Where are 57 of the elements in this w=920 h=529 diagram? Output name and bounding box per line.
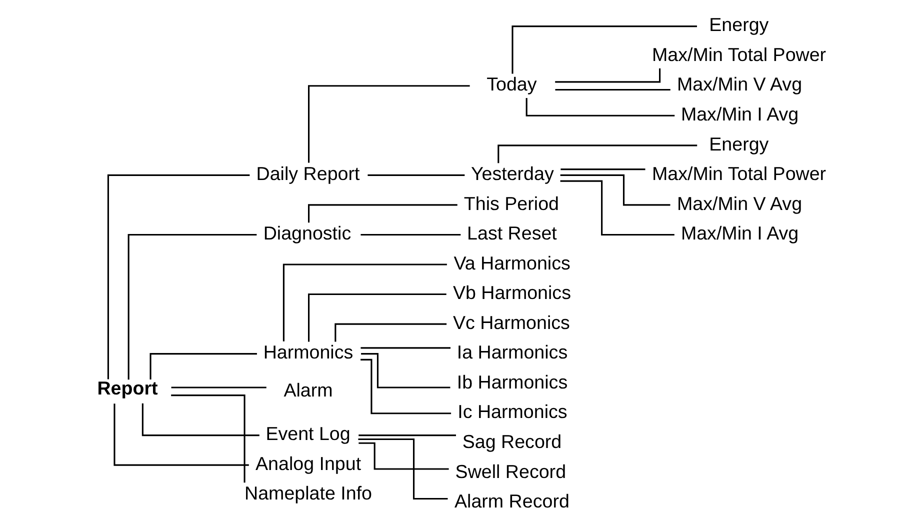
node-text: Swell Record [455,460,566,482]
node-text: Vb Harmonics [452,282,571,304]
node-text: Alarm [284,379,333,400]
node-text: Diagnostic [263,222,352,244]
connector [308,85,470,163]
connector [107,174,250,380]
node-text: Max/Min Total Power [652,44,826,65]
node-text: Nameplate Info [244,482,372,504]
node-text: Today [486,74,537,95]
connector [361,353,450,388]
connector [128,234,257,380]
node-text: Daily Report [256,163,360,184]
connector [560,168,646,170]
connector [560,174,670,206]
connector [526,98,675,116]
connector [171,386,266,388]
node-text: Ib Harmonics [456,371,568,392]
connector [555,89,670,91]
connector [368,174,465,176]
node-text: Yesterday [470,163,554,184]
node-text: Alarm Record [454,490,570,512]
connector [498,144,698,164]
connector [150,353,257,380]
node-text: Max/Min I Avg [680,222,799,244]
node-text: Vc Harmonics [452,312,570,333]
connector [282,264,447,342]
connector [360,347,450,349]
node-text: Harmonics [263,342,354,363]
connector [358,438,448,500]
node-text: Last Reset [467,222,557,244]
connector [360,234,461,236]
connector [308,204,458,223]
connector [358,434,456,436]
node-text: Va Harmonics [454,252,570,274]
connector [512,26,697,74]
connector [171,394,246,483]
node-text: Energy [709,14,769,36]
node-text: This Period [464,192,559,214]
node-text: Max/Min V Avg [677,74,802,95]
connector [555,68,661,83]
node-text: Max/Min Total Power [652,163,826,184]
node-text: Event Log [266,423,350,444]
node-text: Max/Min I Avg [680,103,799,124]
node-text: Ia Harmonics [456,342,568,363]
connector [308,294,446,342]
connector [142,403,260,436]
node-text: Energy [709,133,769,154]
node-text: Analog Input [256,452,362,474]
node-text: Report [97,378,158,399]
connector [358,442,449,470]
connector [560,180,674,236]
connector [360,358,452,414]
node-text: Ic Harmonics [458,401,568,422]
node-text: Max/Min V Avg [677,192,802,214]
node-text: Sag Record [462,430,562,452]
connector [114,404,249,466]
connector [334,323,447,342]
